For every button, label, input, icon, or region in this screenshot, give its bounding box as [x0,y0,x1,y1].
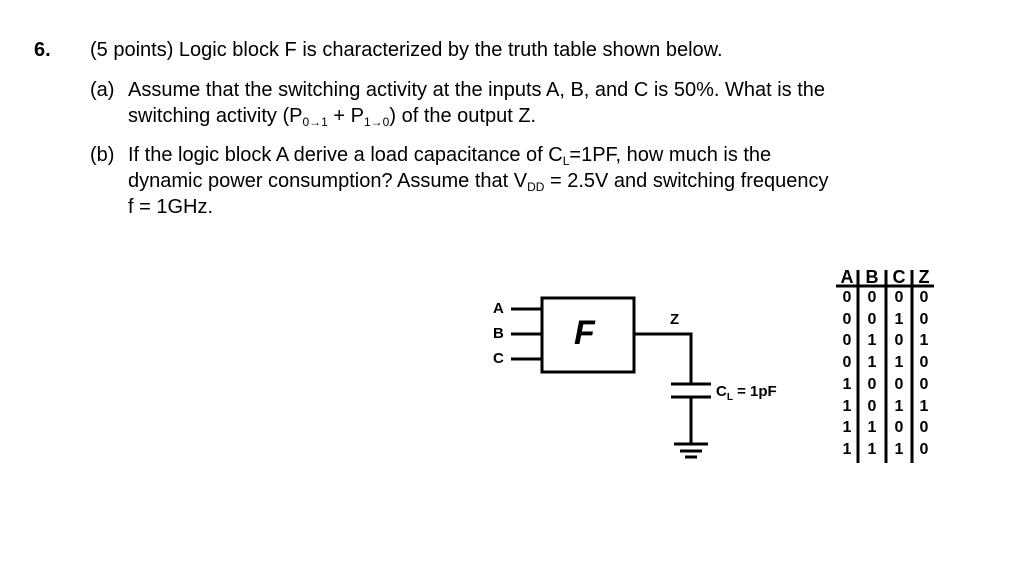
table-cell: 0 [894,289,904,306]
subscript: L [726,392,733,403]
part-b-text: = 2.5V and switching frequency [544,170,829,192]
table-cell: 0 [842,310,852,328]
table-cell: 0 [919,375,929,393]
part-a-text: ) of the output Z. [389,105,537,127]
table-cell: 0 [919,289,929,306]
question-intro: (5 points) Logic block F is characterize… [90,39,723,61]
subscript: 1→0 [364,115,390,129]
table-cell: 0 [894,375,904,393]
table-cell: 0 [867,289,877,306]
table-cell: 1 [842,419,852,437]
part-a-text: + P [327,105,364,127]
table-cell: 1 [842,375,852,393]
table-cell: 0 [919,354,929,372]
table-cell: 0 [842,354,852,372]
table-cell: 0 [919,419,929,437]
input-label-a: A [493,300,504,317]
part-b-line2: dynamic power consumption? Assume that V… [128,169,829,193]
table-cell: 0 [919,310,929,328]
table-cell: 0 [867,310,877,328]
table-cell: 0 [894,419,904,437]
table-cell: 1 [894,354,904,372]
subscript: 0→1 [302,115,328,129]
part-b-text: If the logic block A derive a load capac… [128,144,563,166]
part-b-text: dynamic power consumption? Assume that V [128,170,528,192]
table-cell: 1 [894,397,904,415]
table-header: Z [918,267,930,287]
subscript: L [562,154,570,168]
output-label-z: Z [670,311,680,328]
table-cell: 0 [842,332,852,350]
table-header: C [892,267,906,287]
table-cell: 0 [894,332,904,350]
table-cell: 0 [842,289,852,306]
table-cell: 0 [867,397,877,415]
block-label: F [574,314,595,352]
part-b-line1: If the logic block A derive a load capac… [128,143,771,167]
table-cell: 0 [867,375,877,393]
table-cell: 1 [842,397,852,415]
part-a-line1: Assume that the switching activity at th… [128,79,826,101]
table-cell: 1 [867,354,877,372]
input-label-c: C [493,350,504,367]
table-cell: 1 [919,332,929,350]
table-cell: 1 [919,397,929,415]
table-cell: 1 [894,440,904,458]
table-cell: 1 [894,310,904,328]
capacitor-label: CL = 1pF [716,383,777,403]
input-label-b: B [493,325,504,342]
table-cell: 0 [919,440,929,458]
table-header: B [865,267,879,287]
subscript: DD [527,180,545,194]
table-cell: 1 [867,332,877,350]
part-b-text: =1PF, how much is the [569,144,772,166]
output-wire-z [634,332,693,384]
table-cell: 1 [867,440,877,458]
part-b-label: (b) [90,144,115,166]
table-header: A [840,267,854,287]
table-cell: 1 [867,419,877,437]
cap-text: C [716,383,727,400]
part-a-text: switching activity (P [128,105,303,127]
part-b-line3: f = 1GHz. [128,196,214,218]
part-a-label: (a) [90,79,115,101]
question-number: 6. [34,39,51,61]
part-a-line2: switching activity (P0→1 + P1→0) of the … [128,104,536,128]
table-cell: 1 [842,440,852,458]
cap-text: = 1pF [732,383,777,400]
